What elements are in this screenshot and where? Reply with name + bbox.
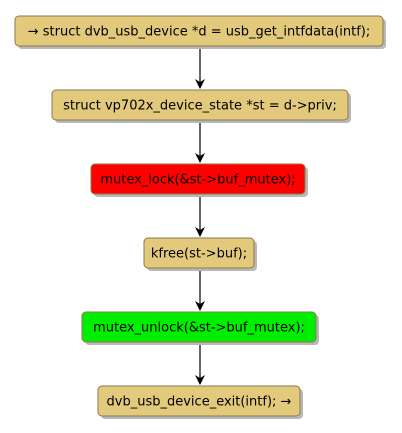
node-box (14, 15, 384, 47)
node-label: dvb_usb_device_exit(intf); → (107, 395, 292, 410)
node-label: kfree(st->buf); (151, 247, 247, 262)
node-box (51, 89, 349, 121)
node-box (143, 237, 255, 269)
node-mutex-lock: mutex_lock(&st->buf_mutex); (90, 163, 308, 197)
node-label: mutex_unlock(&st->buf_mutex); (93, 321, 305, 336)
node-label: → struct dvb_usb_device *d = usb_get_int… (28, 25, 371, 40)
node-box (90, 163, 306, 195)
node-box (81, 311, 317, 343)
node-mutex-unlock: mutex_unlock(&st->buf_mutex); (81, 311, 319, 345)
node-get-intfdata: → struct dvb_usb_device *d = usb_get_int… (14, 15, 386, 49)
node-label: struct vp702x_device_state *st = d->priv… (63, 99, 337, 114)
node-label: mutex_lock(&st->buf_mutex); (100, 173, 295, 188)
node-device-exit: dvb_usb_device_exit(intf); → (97, 385, 303, 419)
node-device-state: struct vp702x_device_state *st = d->priv… (51, 89, 351, 123)
node-kfree: kfree(st->buf); (143, 237, 257, 271)
node-box (97, 385, 301, 417)
